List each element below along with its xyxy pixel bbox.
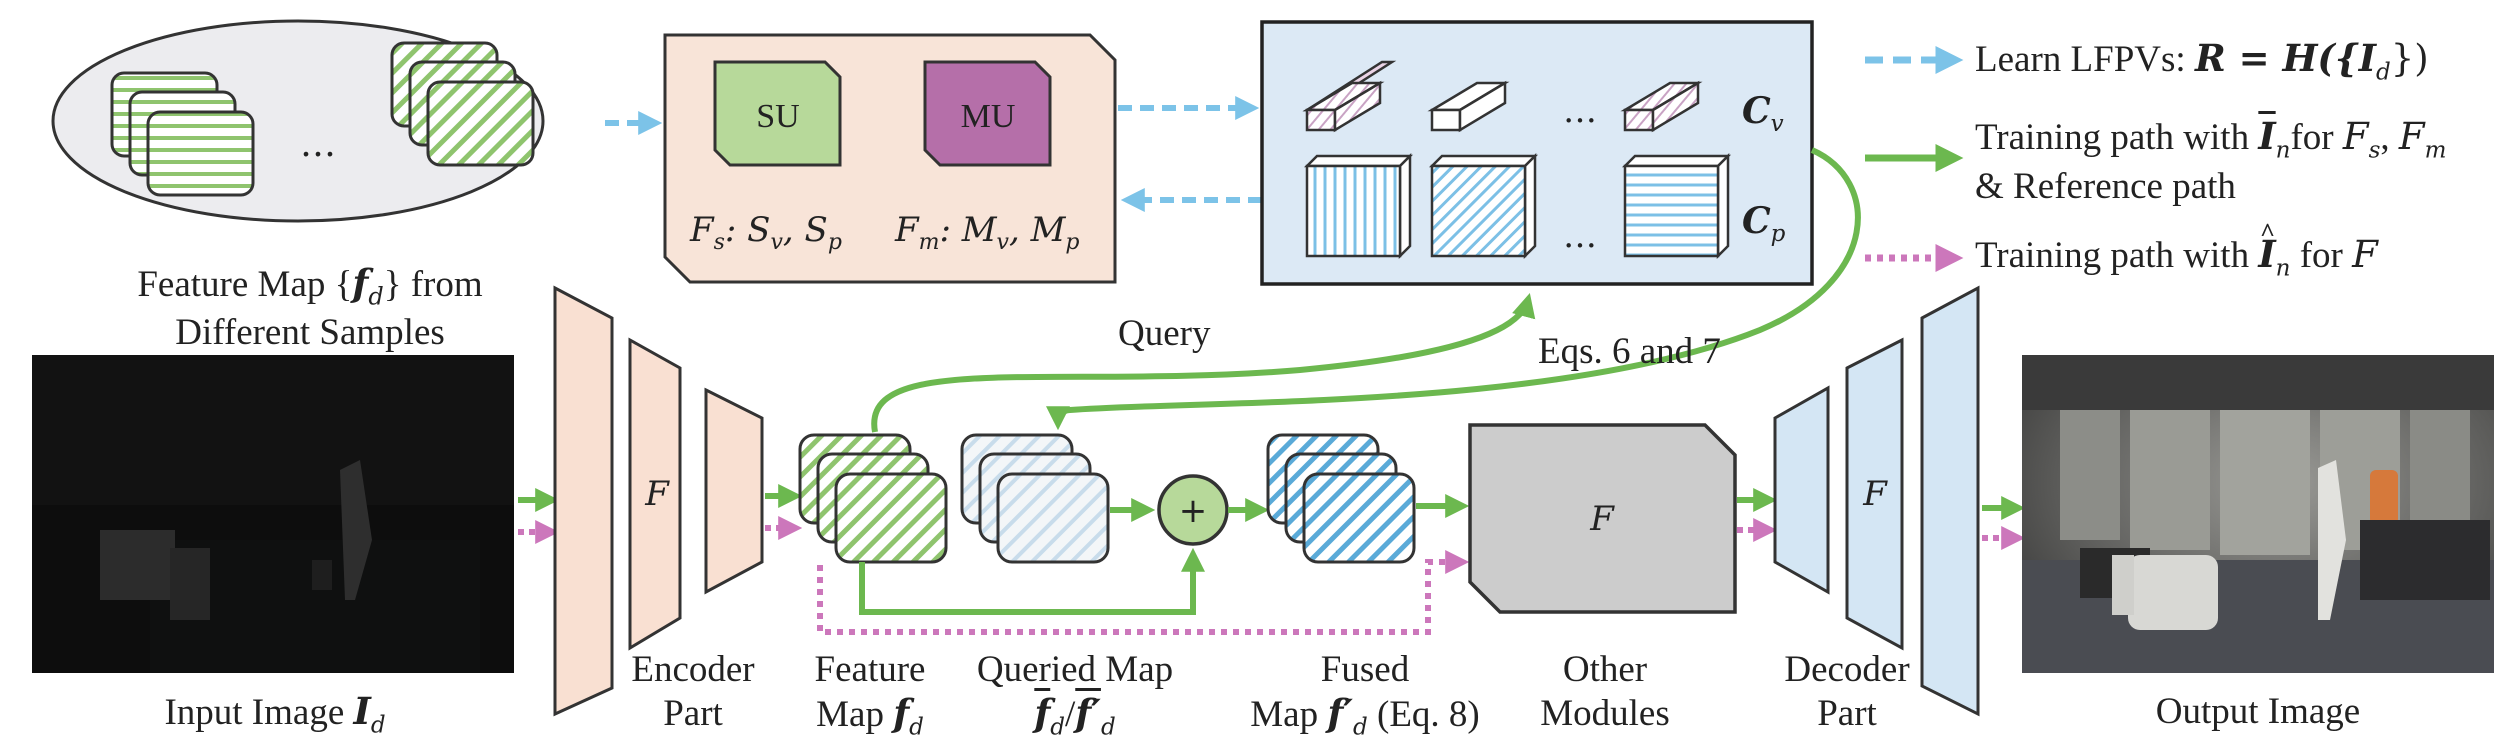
- samples-caption: Feature Map {fd} from Different Samples: [137, 261, 483, 353]
- cp-cube-3: [1621, 152, 1732, 260]
- unit-box: SU MU: [663, 33, 1117, 284]
- cv-bar-2: [1427, 80, 1510, 133]
- other-F: F: [1589, 499, 1615, 539]
- cv-ellipsis: …: [1563, 91, 1597, 131]
- fused-map: [1266, 433, 1416, 564]
- pink-bypass: [817, 550, 1470, 635]
- input-image: [32, 355, 514, 673]
- skip-connection: [859, 547, 1205, 615]
- legend-item-3: Training path with In for F: [1975, 232, 2378, 282]
- fusion-plus: +: [1157, 474, 1229, 546]
- queried-map: [960, 433, 1110, 564]
- feature-map: [798, 433, 948, 564]
- eqs-label: Eqs. 6 and 7: [1538, 331, 1721, 372]
- cv-bar-1: [1302, 60, 1397, 133]
- hat-mark: ^: [2260, 218, 2276, 247]
- output-caption: Output Image: [2155, 691, 2361, 732]
- fs-formula: Fs: Sv, Sp: [690, 210, 842, 255]
- codebook-box: … …: [1260, 20, 1814, 286]
- sample-stack-left: [110, 71, 255, 197]
- mu-block: [923, 60, 1052, 167]
- fm-formula: Fm: Mv, Mp: [895, 210, 1080, 255]
- decoder-F: F: [1862, 474, 1888, 514]
- plus-sign: +: [1179, 491, 1208, 531]
- samples-ellipse: …: [51, 19, 545, 223]
- su-label: SU: [756, 98, 799, 135]
- su-block: [713, 60, 842, 167]
- cv-label: Cv: [1742, 90, 1784, 138]
- encoder-F: F: [644, 474, 670, 514]
- legend-item-2: Training path with Infor Fs, Fm & Refere…: [1975, 114, 2447, 207]
- decoder: F: [1773, 285, 1980, 717]
- eqs-path: [1065, 147, 1861, 413]
- cp-ellipsis: …: [1563, 216, 1597, 256]
- mu-label: MU: [961, 98, 1016, 135]
- cp-label: Cp: [1742, 200, 1786, 248]
- cv-bar-3: [1620, 80, 1703, 133]
- query-label: Query: [1118, 313, 1211, 354]
- input-caption: Input Image Id: [164, 689, 386, 739]
- other-modules: F: [1468, 423, 1737, 614]
- legend-item-1: Learn LFPVs: R = H({Id}): [1975, 36, 2429, 86]
- encoder: F: [553, 285, 764, 717]
- samples-ellipsis: …: [300, 124, 336, 165]
- query-path: [871, 293, 1536, 433]
- cp-cube-2: [1428, 152, 1539, 260]
- sample-stack-right: [390, 41, 535, 167]
- cp-cube-1: [1303, 152, 1414, 260]
- output-image: [2022, 355, 2494, 673]
